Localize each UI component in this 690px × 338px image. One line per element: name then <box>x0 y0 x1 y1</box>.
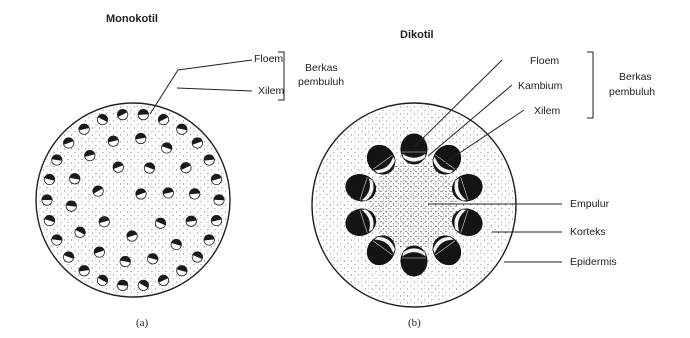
dicot-epidermis-label: Epidermis <box>570 256 617 268</box>
dicot-group-label-line1: Berkas <box>619 71 652 83</box>
monocot-title: Monokotil <box>106 13 158 25</box>
monocot-stem-section <box>36 103 230 297</box>
monocot-group-label-line1: Berkas <box>305 62 338 74</box>
dicot-panel: Dikotil Floem Kambium Xilem Berkas pembu… <box>312 29 655 329</box>
monocot-panel: Monokotil Floem Xilem Berkas pembuluh (a… <box>36 13 344 329</box>
monocot-xylem-label: Xilem <box>258 85 285 97</box>
dicot-stem-section <box>312 103 516 307</box>
dicot-caption: (b) <box>408 317 421 329</box>
monocot-vascular-bundle <box>214 195 225 206</box>
monocot-ground-tissue <box>38 105 228 295</box>
monocot-caption: (a) <box>136 317 149 329</box>
monocot-phloem-label: Floem <box>254 53 283 65</box>
dicot-cambium-label: Kambium <box>518 80 563 92</box>
dicot-xylem-label: Xilem <box>534 105 561 117</box>
dicot-phloem-label: Floem <box>530 55 559 67</box>
monocot-group-label-line2: pembuluh <box>298 76 344 88</box>
dicot-title: Dikotil <box>400 29 434 41</box>
dicot-pith-label: Empulur <box>570 198 610 210</box>
monocot-vascular-bundle <box>138 109 149 120</box>
dicot-cortex-label: Korteks <box>570 226 606 238</box>
monocot-vascular-bundle <box>42 195 52 205</box>
dicot-vascular-bundle <box>401 246 427 276</box>
dicot-group-label-line2: pembuluh <box>609 86 655 98</box>
